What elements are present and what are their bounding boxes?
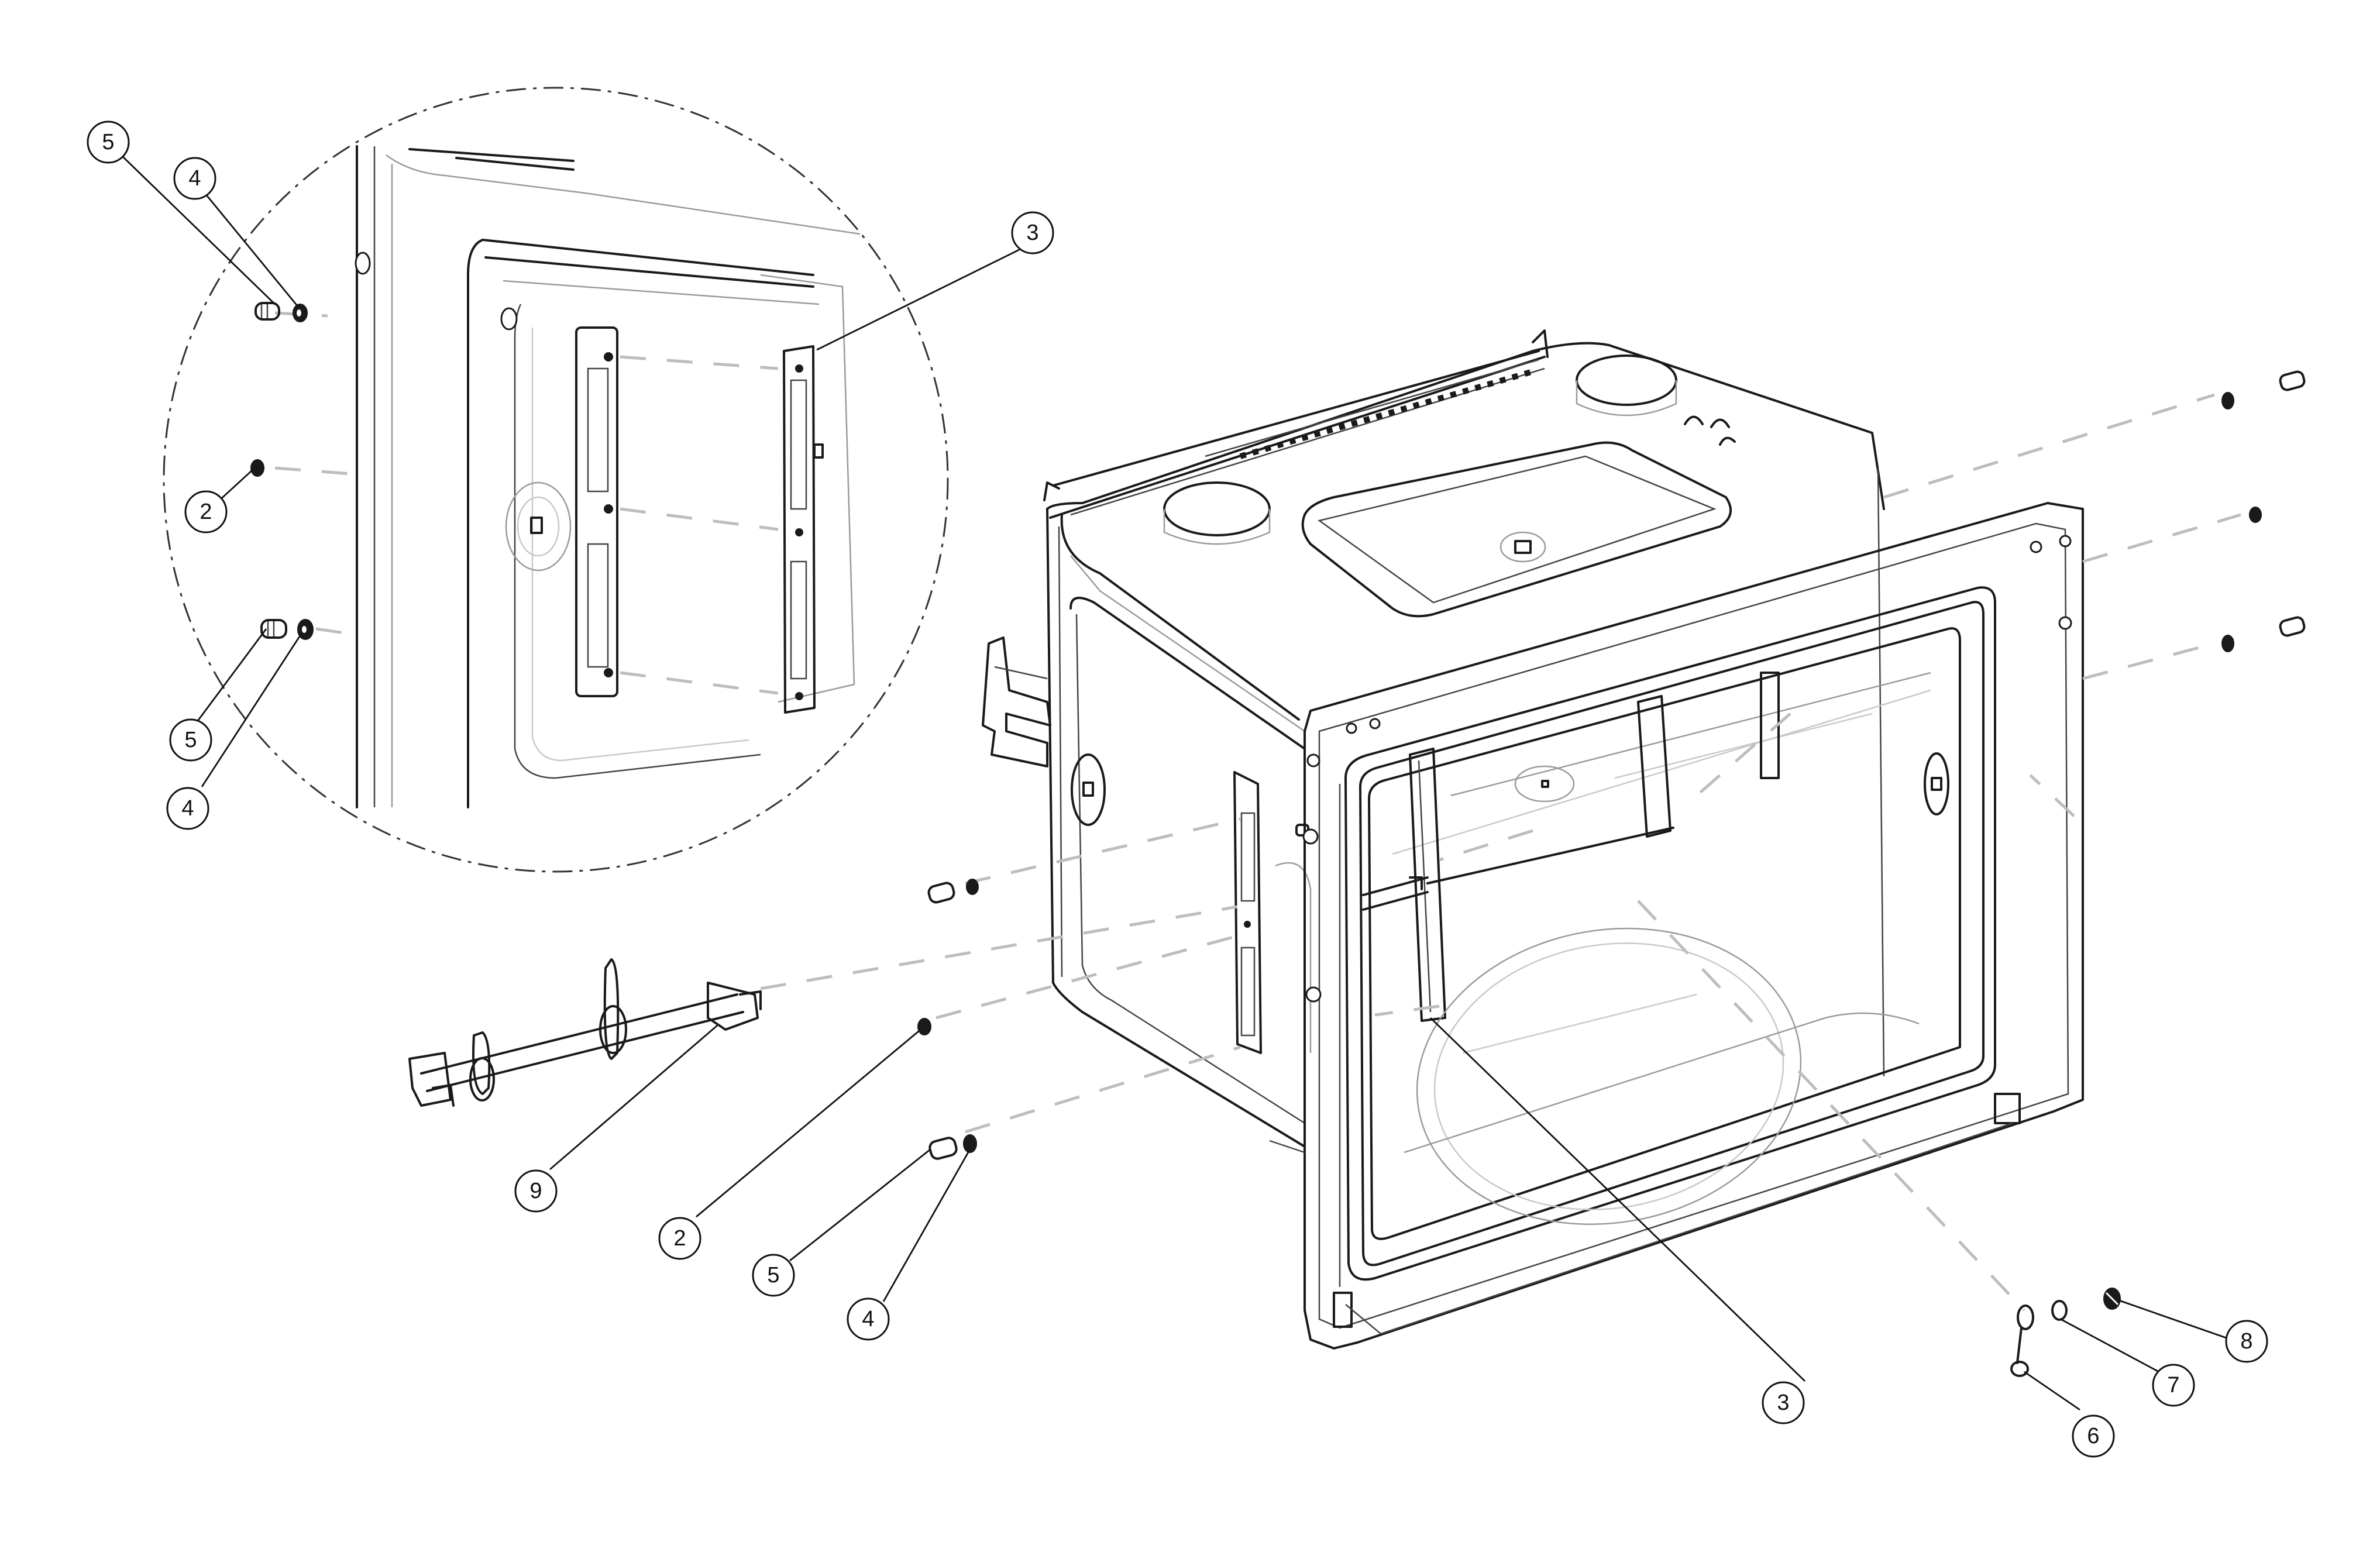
- callout: 4: [166, 787, 209, 830]
- callout: 4: [847, 1297, 890, 1341]
- back-flange-perforation: [1239, 369, 1534, 459]
- callout: 3: [1762, 1381, 1805, 1424]
- detail-oven-wall: [355, 145, 861, 808]
- callout-label: 3: [1777, 1390, 1789, 1415]
- callout-label: 4: [862, 1307, 874, 1331]
- part-door-hinge-rod: [408, 958, 762, 1107]
- detail-washer-top: [293, 304, 308, 322]
- detail-inset: [163, 87, 949, 873]
- callout-label: 7: [2167, 1373, 2179, 1398]
- callout: 4: [173, 157, 216, 200]
- callout: 8: [2225, 1320, 2268, 1363]
- callout-label: 5: [102, 130, 114, 154]
- part-rollers-right-top: [2221, 370, 2306, 409]
- callout-label: 4: [188, 166, 201, 191]
- callout-label: 5: [184, 728, 197, 752]
- detail-boundary: [163, 87, 949, 873]
- callout-label: 2: [200, 500, 212, 524]
- callout: 5: [169, 718, 212, 762]
- detail-washer-bottom: [297, 619, 314, 640]
- part-pin-left: [917, 1018, 931, 1035]
- part-hook-assembly: [2010, 1288, 2121, 1377]
- part-roller-left-bottom: [928, 1134, 977, 1160]
- callout-label: 6: [2087, 1424, 2099, 1448]
- detail-dash-lines: [274, 311, 779, 695]
- part-pin-right: [2249, 507, 2262, 523]
- leader-lines: [122, 156, 2227, 1411]
- callout: 5: [752, 1254, 795, 1297]
- callout-label: 3: [1026, 221, 1038, 245]
- callout: 6: [2072, 1414, 2115, 1458]
- callout: 5: [87, 121, 130, 164]
- part-rollers-right-bottom: [2221, 616, 2306, 652]
- callout-label: 5: [767, 1263, 779, 1288]
- callout: 2: [184, 490, 228, 533]
- callout: 3: [1011, 211, 1054, 254]
- callout: 7: [2152, 1364, 2195, 1407]
- callout: 9: [514, 1169, 558, 1213]
- callout-label: 4: [181, 796, 194, 821]
- detail-roller-bottom: [260, 619, 287, 639]
- callout: 2: [658, 1217, 701, 1260]
- callout-label: 2: [673, 1226, 686, 1251]
- part-roller-left-top: [927, 879, 979, 904]
- detail-pin: [250, 459, 264, 477]
- callout-label: 9: [529, 1179, 542, 1203]
- assembly-dash-lines: [760, 393, 2241, 1312]
- oven-cavity: [982, 329, 2084, 1350]
- detail-roller-top: [254, 302, 280, 321]
- callout-label: 8: [2240, 1329, 2252, 1354]
